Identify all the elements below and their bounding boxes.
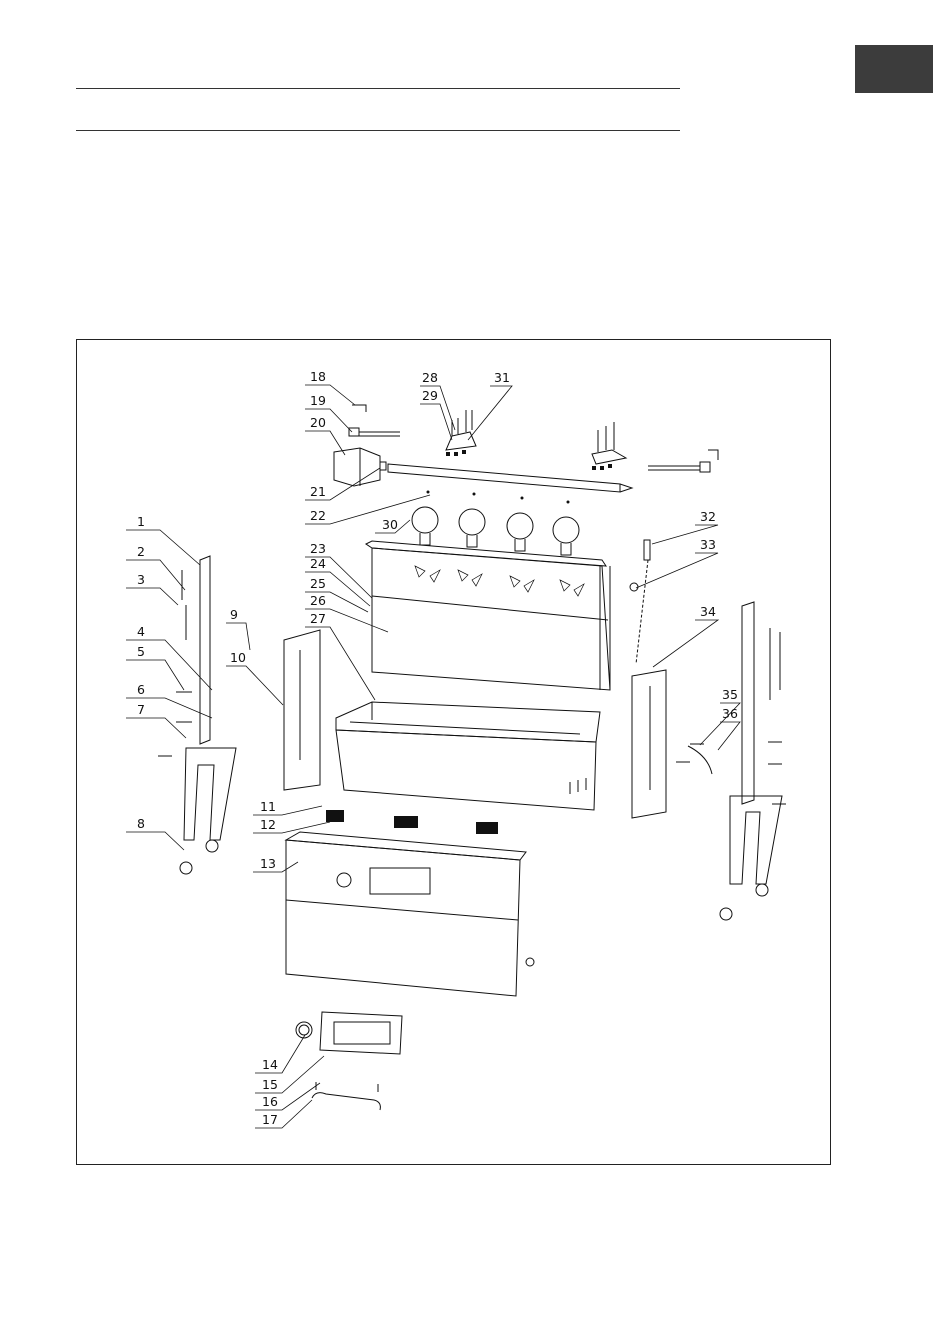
callout-1: 1 (137, 514, 145, 529)
callout-19: 19 (310, 393, 326, 408)
callout-23: 23 (310, 541, 326, 556)
callout-5: 5 (137, 644, 145, 659)
rotisserie-assembly (334, 405, 718, 492)
callout-14: 14 (262, 1057, 278, 1072)
callout-34: 34 (700, 604, 716, 619)
callout-11: 11 (260, 799, 276, 814)
chain (630, 540, 650, 664)
callout-6: 6 (137, 682, 145, 697)
leader-lines (126, 385, 740, 1128)
callout-22: 22 (310, 508, 326, 523)
right-leg-assembly (676, 602, 786, 920)
callout-2: 2 (137, 544, 145, 559)
callout-28: 28 (422, 370, 438, 385)
callout-18: 18 (310, 369, 326, 384)
callout-8: 8 (137, 816, 145, 831)
callout-3: 3 (137, 572, 145, 587)
callout-29: 29 (422, 388, 438, 403)
callout-20: 20 (310, 415, 326, 430)
callout-30: 30 (382, 517, 398, 532)
callout-31: 31 (494, 370, 510, 385)
callout-16: 16 (262, 1094, 278, 1109)
fire-box (336, 702, 600, 810)
burners (412, 491, 579, 556)
callout-25: 25 (310, 576, 326, 591)
callout-12: 12 (260, 817, 276, 832)
callout-7: 7 (137, 702, 145, 717)
callout-9: 9 (230, 607, 238, 622)
callout-32: 32 (700, 509, 716, 524)
callout-13: 13 (260, 856, 276, 871)
callout-10: 10 (230, 650, 246, 665)
callout-33: 33 (700, 537, 716, 552)
callout-4: 4 (137, 624, 145, 639)
door-assembly (296, 1012, 402, 1110)
callout-36: 36 (722, 706, 738, 721)
callout-35: 35 (722, 687, 738, 702)
side-panels (284, 630, 666, 818)
callout-15: 15 (262, 1077, 278, 1092)
callout-26: 26 (310, 593, 326, 608)
callout-24: 24 (310, 556, 326, 571)
callout-27: 27 (310, 611, 326, 626)
control-panel (286, 810, 534, 996)
rear-panel (366, 541, 610, 690)
left-leg-assembly (158, 556, 236, 874)
callout-21: 21 (310, 484, 326, 499)
callout-17: 17 (262, 1112, 278, 1127)
